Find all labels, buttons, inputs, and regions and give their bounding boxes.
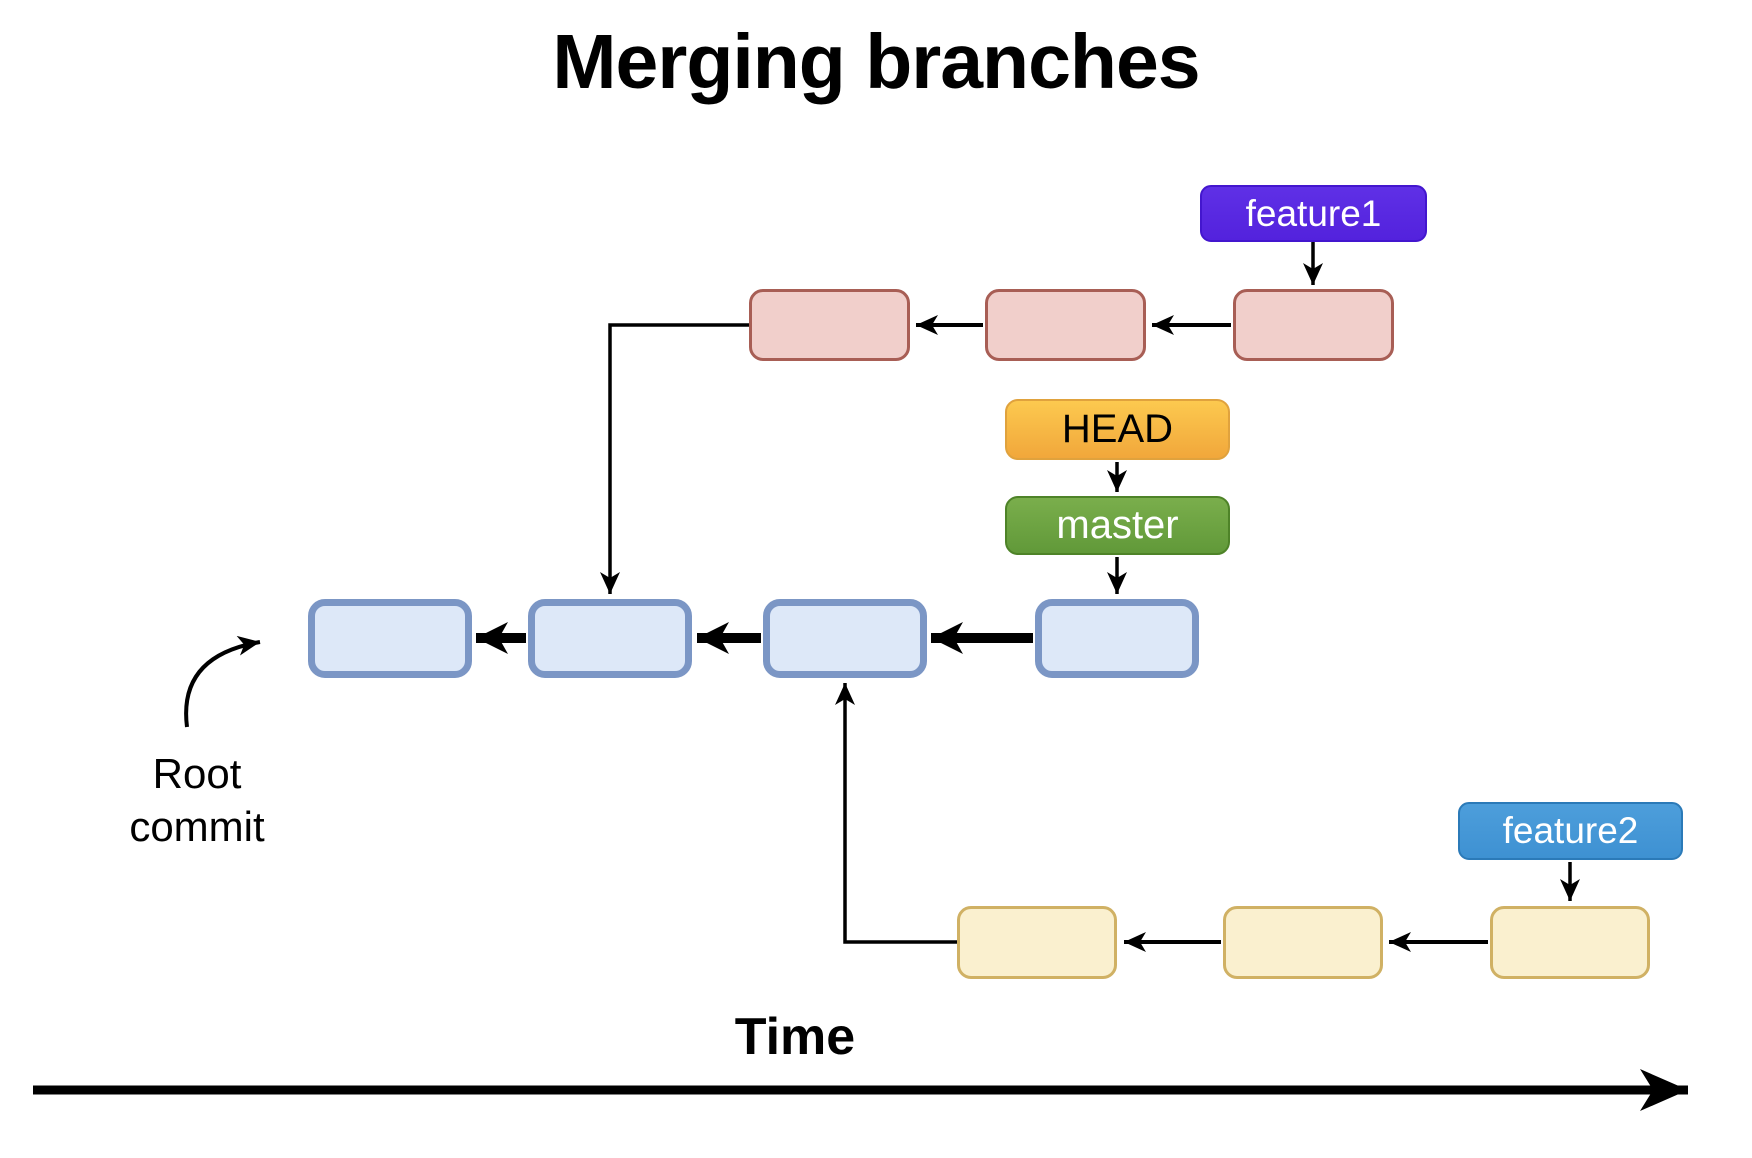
master-commit-3-merge-feature2: [763, 599, 927, 678]
feature2-commit-3: [1490, 906, 1650, 979]
diagram-title: Merging branches: [552, 19, 1200, 105]
feature2-branch-label-text: feature2: [1502, 810, 1639, 851]
feature1-branch-label-text: feature1: [1245, 192, 1382, 234]
feature1-commit-3: [1233, 289, 1394, 361]
master-branch-label-text: master: [1056, 503, 1179, 547]
head-label: HEAD: [1005, 399, 1230, 460]
arrow-feature1-merge-into-master: [600, 323, 749, 594]
master-commit-4-head: [1035, 599, 1199, 678]
feature2-commit-1: [957, 906, 1117, 979]
feature1-branch-label: feature1: [1200, 185, 1427, 242]
head-label-text: HEAD: [1061, 407, 1174, 451]
feature2-commit-2: [1223, 906, 1383, 979]
root-commit-annotation-line1: Root: [152, 750, 242, 797]
feature1-commit-1: [749, 289, 910, 361]
root-commit-annotation-line2: commit: [129, 802, 265, 850]
feature1-commit-2: [985, 289, 1146, 361]
master-branch-label: master: [1005, 496, 1230, 555]
feature2-branch-label: feature2: [1458, 802, 1683, 860]
time-axis-label: Time: [734, 1008, 856, 1066]
root-commit-annotation: Root commit: [97, 748, 297, 853]
master-commit-2-merge-feature1: [528, 599, 692, 678]
arrow-feature2-merge-into-master: [835, 683, 957, 944]
arrow-root-commit-annotation: [184, 635, 261, 728]
master-commit-root: [308, 599, 472, 678]
